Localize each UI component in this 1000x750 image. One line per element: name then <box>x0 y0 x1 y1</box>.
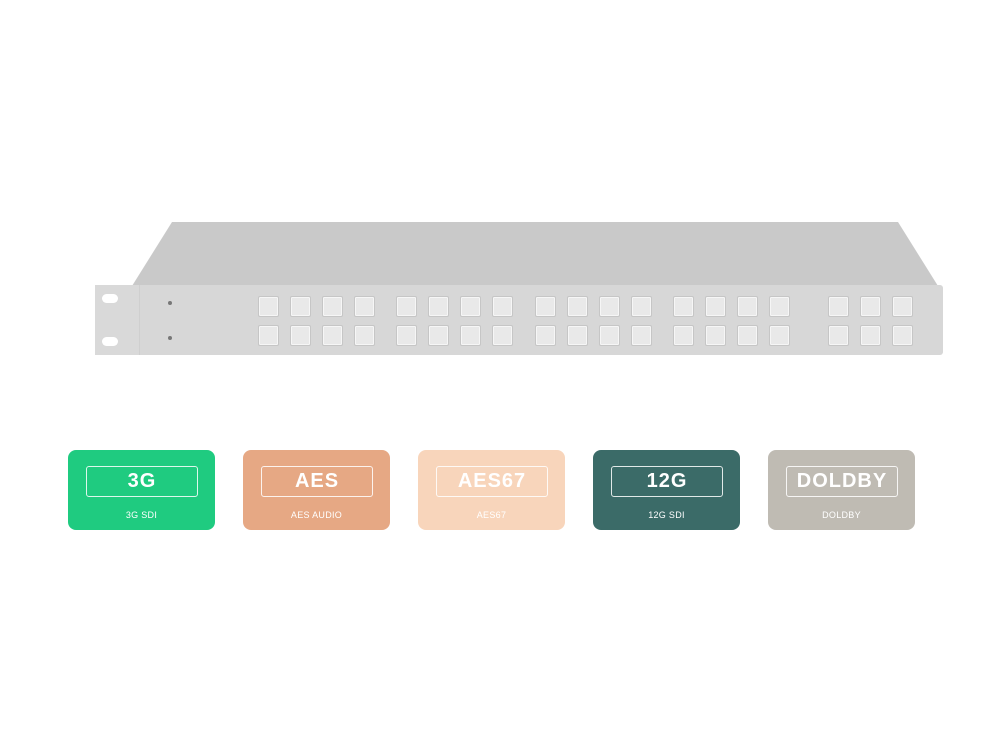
badge-caption: DOLDBY <box>822 510 861 520</box>
panel-key[interactable] <box>492 325 513 346</box>
badge-12g: 12G 12G SDI <box>593 450 740 530</box>
status-led <box>168 301 172 305</box>
panel-key[interactable] <box>354 325 375 346</box>
panel-key[interactable] <box>860 325 881 346</box>
panel-key[interactable] <box>290 296 311 317</box>
panel-key[interactable] <box>354 296 375 317</box>
badge-aes67: AES67 AES67 <box>418 450 565 530</box>
panel-key[interactable] <box>892 325 913 346</box>
badge-caption: AES AUDIO <box>290 510 343 520</box>
panel-key[interactable] <box>737 325 758 346</box>
panel-key[interactable] <box>599 296 620 317</box>
panel-key[interactable] <box>258 296 279 317</box>
badge-aes: AES AES AUDIO <box>243 450 390 530</box>
panel-key[interactable] <box>567 325 588 346</box>
panel-key[interactable] <box>428 325 449 346</box>
panel-key[interactable] <box>705 325 726 346</box>
mount-hole <box>102 294 118 303</box>
panel-key[interactable] <box>492 296 513 317</box>
panel-key[interactable] <box>460 325 481 346</box>
panel-key[interactable] <box>567 296 588 317</box>
panel-key[interactable] <box>828 325 849 346</box>
panel-key[interactable] <box>535 296 556 317</box>
rack-ear <box>95 285 140 355</box>
mount-hole <box>102 337 118 346</box>
badge-caption: AES67 <box>476 510 507 520</box>
panel-key[interactable] <box>828 296 849 317</box>
panel-key[interactable] <box>599 325 620 346</box>
panel-key[interactable] <box>460 296 481 317</box>
badge-caption: 12G SDI <box>648 510 685 520</box>
badge-3g: 3G 3G SDI <box>68 450 215 530</box>
badge-label: DOLDBY <box>786 466 898 497</box>
panel-key[interactable] <box>258 325 279 346</box>
badge-label: AES67 <box>436 466 548 497</box>
badge-doldby: DOLDBY DOLDBY <box>768 450 915 530</box>
panel-key[interactable] <box>631 325 652 346</box>
badge-label: 12G <box>611 466 723 497</box>
panel-key[interactable] <box>535 325 556 346</box>
panel-key[interactable] <box>396 296 417 317</box>
panel-key[interactable] <box>631 296 652 317</box>
panel-key[interactable] <box>322 296 343 317</box>
panel-key[interactable] <box>860 296 881 317</box>
panel-key[interactable] <box>396 325 417 346</box>
panel-key[interactable] <box>737 296 758 317</box>
device-top-surface <box>132 222 938 286</box>
panel-key[interactable] <box>705 296 726 317</box>
device-front-panel <box>95 285 943 355</box>
panel-key[interactable] <box>769 296 790 317</box>
panel-key[interactable] <box>769 325 790 346</box>
badge-caption: 3G SDI <box>125 510 158 520</box>
status-led <box>168 336 172 340</box>
panel-key[interactable] <box>673 325 694 346</box>
badge-label: 3G <box>86 466 198 497</box>
panel-key[interactable] <box>892 296 913 317</box>
panel-key[interactable] <box>290 325 311 346</box>
panel-key[interactable] <box>673 296 694 317</box>
badge-label: AES <box>261 466 373 497</box>
panel-key[interactable] <box>322 325 343 346</box>
panel-key[interactable] <box>428 296 449 317</box>
